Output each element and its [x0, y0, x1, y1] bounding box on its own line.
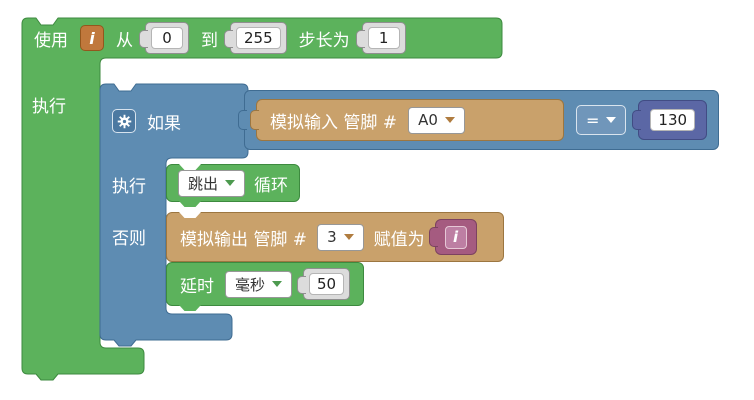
operator-dropdown[interactable]: =: [576, 105, 627, 135]
delay-label: 延时: [180, 276, 214, 297]
analog-read-block[interactable]: 模拟输入 管脚 # A0: [256, 99, 564, 141]
to-label: 到: [201, 30, 218, 51]
loop-variable-field[interactable]: i: [80, 25, 104, 51]
break-suffix-label: 循环: [254, 175, 289, 196]
from-label: 从: [116, 30, 133, 51]
to-value-field[interactable]: 255: [236, 27, 281, 49]
analog-read-label: 模拟输入 管脚 #: [270, 112, 398, 133]
analog-pin-dropdown[interactable]: A0: [408, 106, 465, 134]
step-label: 步长为: [298, 30, 350, 51]
compare-value-field[interactable]: 130: [650, 109, 696, 131]
dropdown-arrow-icon: [606, 117, 617, 123]
analog-pin-value: A0: [418, 111, 438, 129]
if-else-block[interactable]: [99, 83, 249, 347]
step-value-block[interactable]: 1: [355, 22, 406, 54]
from-value-block[interactable]: 0: [139, 22, 189, 54]
number-block[interactable]: 130: [638, 100, 708, 140]
analog-write-label: 模拟输出 管脚 #: [180, 229, 308, 250]
for-loop-block[interactable]: [21, 17, 503, 381]
delay-value-block[interactable]: 50: [297, 268, 351, 300]
write-pin-value: 3: [327, 228, 337, 246]
break-action-dropdown[interactable]: 跳出: [178, 169, 246, 197]
compare-block[interactable]: 模拟输入 管脚 # A0 = 130: [244, 90, 720, 150]
to-value-block[interactable]: 255: [224, 22, 287, 54]
operator-value: =: [586, 110, 600, 130]
if-else-label: 否则: [112, 229, 146, 249]
from-value-field[interactable]: 0: [151, 27, 183, 49]
dropdown-arrow-icon: [272, 281, 283, 287]
delay-block[interactable]: 延时 毫秒 50: [166, 262, 365, 306]
variable-name: i: [444, 225, 467, 249]
write-pin-dropdown[interactable]: 3: [317, 223, 364, 251]
use-label: 使用: [34, 30, 68, 51]
for-loop-do-label: 执行: [32, 97, 66, 117]
dropdown-arrow-icon: [225, 180, 236, 186]
if-label: 如果: [147, 113, 181, 134]
if-do-label: 执行: [112, 177, 146, 197]
variable-block[interactable]: i: [434, 219, 477, 255]
for-loop-header[interactable]: 使用 i 从 0 到 255 步长为 1: [22, 18, 502, 58]
mutator-gear-button[interactable]: [112, 109, 136, 133]
assign-label: 赋值为: [373, 229, 425, 250]
gear-icon: [117, 114, 131, 128]
delay-unit-dropdown[interactable]: 毫秒: [225, 270, 293, 298]
delay-value-field[interactable]: 50: [309, 273, 345, 295]
step-value-field[interactable]: 1: [367, 27, 400, 49]
dropdown-arrow-icon: [343, 234, 354, 240]
delay-unit-value: 毫秒: [235, 275, 266, 294]
analog-write-block[interactable]: 模拟输出 管脚 # 3 赋值为 i: [166, 212, 504, 262]
dropdown-arrow-icon: [444, 117, 455, 123]
break-action-value: 跳出: [188, 174, 219, 193]
if-block-header[interactable]: 如果: [100, 84, 248, 158]
break-block[interactable]: 跳出 循环: [166, 164, 301, 202]
